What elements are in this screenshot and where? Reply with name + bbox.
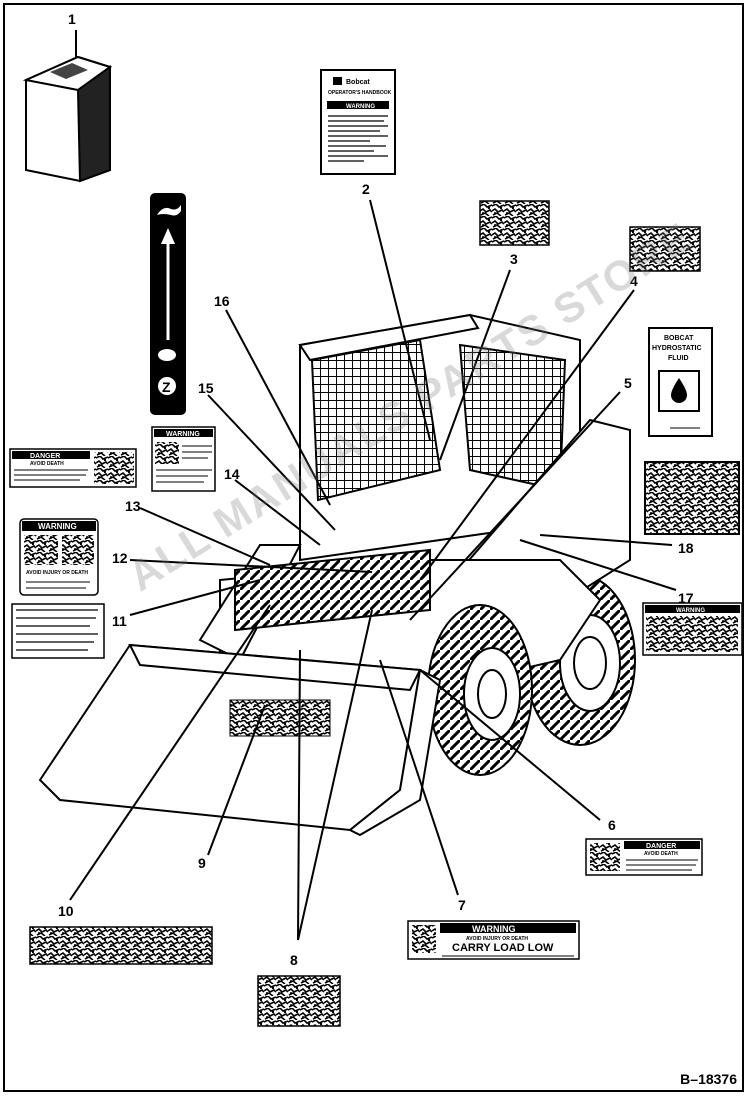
- fluid-drop-icon: [671, 378, 687, 403]
- callout-14: 14: [224, 466, 240, 482]
- callout-15: 15: [198, 380, 214, 396]
- warning-decal-avoid-injury: WARNING AVOID INJURY OR DEATH: [19, 518, 99, 596]
- manual-brand: Bobcat: [346, 79, 370, 86]
- callout-12: 12: [112, 550, 128, 566]
- svg-text:CARRY LOAD LOW: CARRY LOAD LOW: [452, 942, 554, 954]
- danger-decal-attachment: DANGER AVOID DEATH: [585, 838, 703, 876]
- leader-lines: [69, 199, 677, 941]
- warning-text-decal: [11, 603, 105, 659]
- svg-text:BOBCAT: BOBCAT: [664, 335, 694, 342]
- manual-box-decal: [22, 30, 113, 183]
- pictogram-decal-18: [644, 461, 740, 535]
- danger-decal-left: DANGER AVOID DEATH: [9, 448, 137, 488]
- callout-16: 16: [214, 293, 230, 309]
- operator-handbook-decal: Bobcat OPERATOR'S HANDBOOK WARNING: [320, 69, 396, 175]
- svg-text:FLUID: FLUID: [668, 355, 689, 362]
- callout-10: 10: [58, 903, 74, 919]
- carry-load-low-decal: WARNING AVOID INJURY OR DEATH CARRY LOAD…: [407, 920, 580, 960]
- svg-text:AVOID DEATH: AVOID DEATH: [30, 461, 64, 467]
- callout-5: 5: [624, 375, 632, 391]
- callout-4: 4: [630, 273, 638, 289]
- svg-text:WARNING: WARNING: [38, 522, 77, 531]
- callout-13: 13: [125, 498, 141, 514]
- speed-control-decal: Z: [150, 193, 186, 415]
- skid-steer-loader: [38, 313, 636, 837]
- callout-17: 17: [678, 590, 694, 606]
- svg-text:WARNING: WARNING: [676, 608, 705, 614]
- callout-2: 2: [362, 181, 370, 197]
- svg-text:DANGER: DANGER: [646, 843, 676, 850]
- svg-text:Z: Z: [162, 379, 171, 395]
- decal-8-textured: [257, 975, 341, 1027]
- callout-6: 6: [608, 817, 616, 833]
- manual-warning-text: WARNING: [346, 104, 375, 110]
- arrow-up-icon: [161, 228, 175, 244]
- figure-frame: [3, 3, 744, 1092]
- svg-text:WARNING: WARNING: [472, 924, 516, 934]
- decal-3-textured: [479, 200, 550, 246]
- warning-decal-machine: WARNING: [151, 426, 216, 492]
- svg-text:WARNING: WARNING: [166, 431, 200, 438]
- svg-text:DANGER: DANGER: [30, 453, 60, 460]
- rabbit-icon: [157, 205, 181, 216]
- hydrostatic-fluid-decal: BOBCAT HYDROSTATIC FLUID: [648, 327, 713, 437]
- decal-10-textured: [29, 926, 213, 965]
- callout-7: 7: [458, 897, 466, 913]
- svg-text:HYDROSTATIC: HYDROSTATIC: [652, 345, 702, 352]
- svg-text:AVOID INJURY OR DEATH: AVOID INJURY OR DEATH: [26, 570, 88, 576]
- figure-id: B–18376: [680, 1071, 737, 1087]
- callout-1: 1: [68, 11, 76, 27]
- svg-text:AVOID DEATH: AVOID DEATH: [644, 851, 678, 857]
- turtle-icon: [158, 349, 176, 361]
- manual-title: OPERATOR'S HANDBOOK: [328, 90, 392, 96]
- decal-4-textured: [629, 226, 701, 272]
- callout-18: 18: [678, 540, 694, 556]
- pictogram-decal-17: WARNING: [642, 602, 743, 656]
- callout-8: 8: [290, 952, 298, 968]
- callout-9: 9: [198, 855, 206, 871]
- svg-text:AVOID INJURY OR DEATH: AVOID INJURY OR DEATH: [466, 936, 528, 942]
- callout-3: 3: [510, 251, 518, 267]
- callout-11: 11: [112, 613, 127, 629]
